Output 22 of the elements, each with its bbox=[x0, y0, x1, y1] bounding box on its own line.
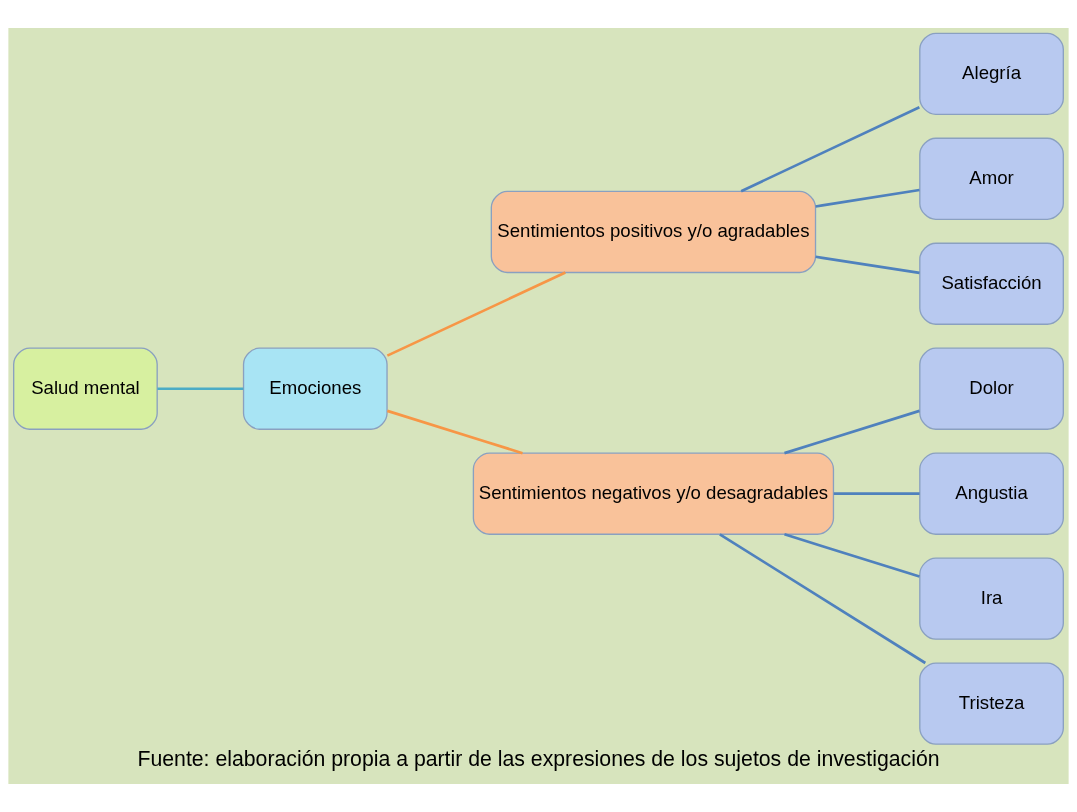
connector bbox=[740, 106, 920, 193]
connector bbox=[815, 255, 920, 275]
connector bbox=[719, 533, 927, 665]
connector bbox=[386, 409, 523, 455]
node-box: Amor bbox=[919, 137, 1064, 220]
node-box: Sentimientos negativos y/o desagradables bbox=[472, 452, 835, 535]
node-box: Ira bbox=[919, 557, 1064, 640]
connector bbox=[157, 387, 244, 391]
connector bbox=[784, 533, 920, 578]
node-box: Angustia bbox=[919, 452, 1064, 535]
node-box: Alegría bbox=[919, 32, 1064, 116]
node-box: Tristeza bbox=[919, 662, 1064, 745]
node-box: Satisfacción bbox=[919, 242, 1064, 325]
caption: Fuente: elaboración propia a partir de las expresiones de los sujetos de investigación bbox=[137, 747, 940, 772]
node-box: Emociones bbox=[242, 347, 388, 430]
node-box: Sentimientos positivos y/o agradables bbox=[490, 190, 817, 274]
connector bbox=[833, 492, 920, 495]
connector bbox=[784, 409, 920, 455]
node-box: Dolor bbox=[919, 347, 1064, 430]
connector bbox=[386, 271, 566, 357]
connector bbox=[815, 188, 920, 208]
node-box: Salud mental bbox=[13, 347, 158, 430]
